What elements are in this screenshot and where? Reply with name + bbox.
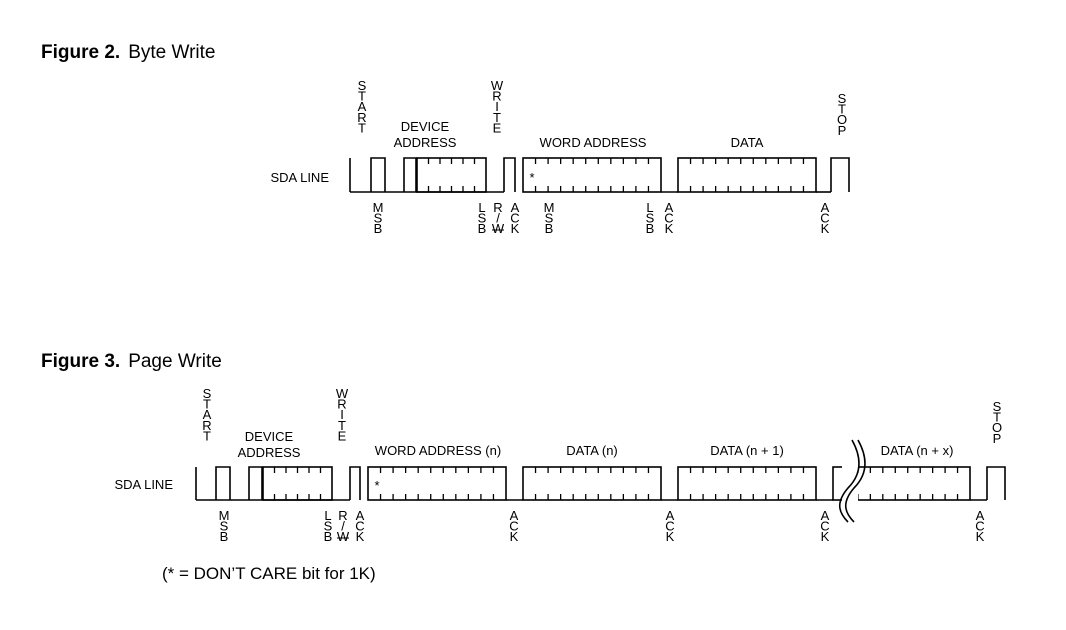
word-address-label: WORD ADDRESS (n) — [375, 443, 501, 458]
word-address-box — [522, 157, 662, 193]
device-address-label-line1: DEVICE — [401, 119, 450, 134]
dont-care-mark: * — [529, 170, 534, 185]
figure-2-title: Figure 2. Byte Write — [41, 42, 215, 64]
data-box — [677, 157, 817, 193]
device-bit-pulse — [248, 466, 263, 500]
rw-label: R/W — [492, 200, 505, 236]
data-n-label: DATA (n) — [566, 443, 618, 458]
rw-label: R/W — [337, 508, 350, 544]
data-nx-box — [832, 466, 971, 501]
device-address-label-line1: DEVICE — [245, 429, 294, 444]
ack-pulse-1 — [503, 157, 516, 192]
dont-care-mark: * — [374, 478, 379, 493]
figure-3-title: Figure 3. Page Write — [41, 351, 222, 373]
word-address-label: WORD ADDRESS — [540, 135, 647, 150]
stop-pulse — [830, 157, 850, 192]
data-nx-label: DATA (n + x) — [881, 443, 954, 458]
data-n-box — [522, 466, 662, 501]
msb-pulse — [370, 157, 386, 192]
figure-2-name: Byte Write — [128, 42, 216, 63]
figure-2-number: Figure 2. — [41, 42, 121, 63]
stop-pulse — [986, 466, 1006, 500]
ack-pulse-1 — [349, 466, 361, 500]
data-label: DATA — [731, 135, 764, 150]
sda-line-label: SDA LINE — [270, 170, 329, 185]
device-address-label-line2: ADDRESS — [394, 135, 457, 150]
figure-3-name: Page Write — [128, 351, 222, 372]
data-n1-box — [677, 466, 817, 501]
dont-care-footnote: (* = DON’T CARE bit for 1K) — [162, 564, 376, 583]
word-address-box — [367, 466, 507, 501]
break-line-right — [844, 439, 866, 523]
msb-pulse — [215, 466, 231, 500]
break-line-left — [838, 439, 860, 523]
sda-line-label: SDA LINE — [114, 477, 173, 492]
data-n1-label: DATA (n + 1) — [710, 443, 784, 458]
device-bit-pulse — [403, 157, 417, 192]
figure-3-number: Figure 3. — [41, 351, 121, 372]
device-address-label-line2: ADDRESS — [238, 445, 301, 460]
